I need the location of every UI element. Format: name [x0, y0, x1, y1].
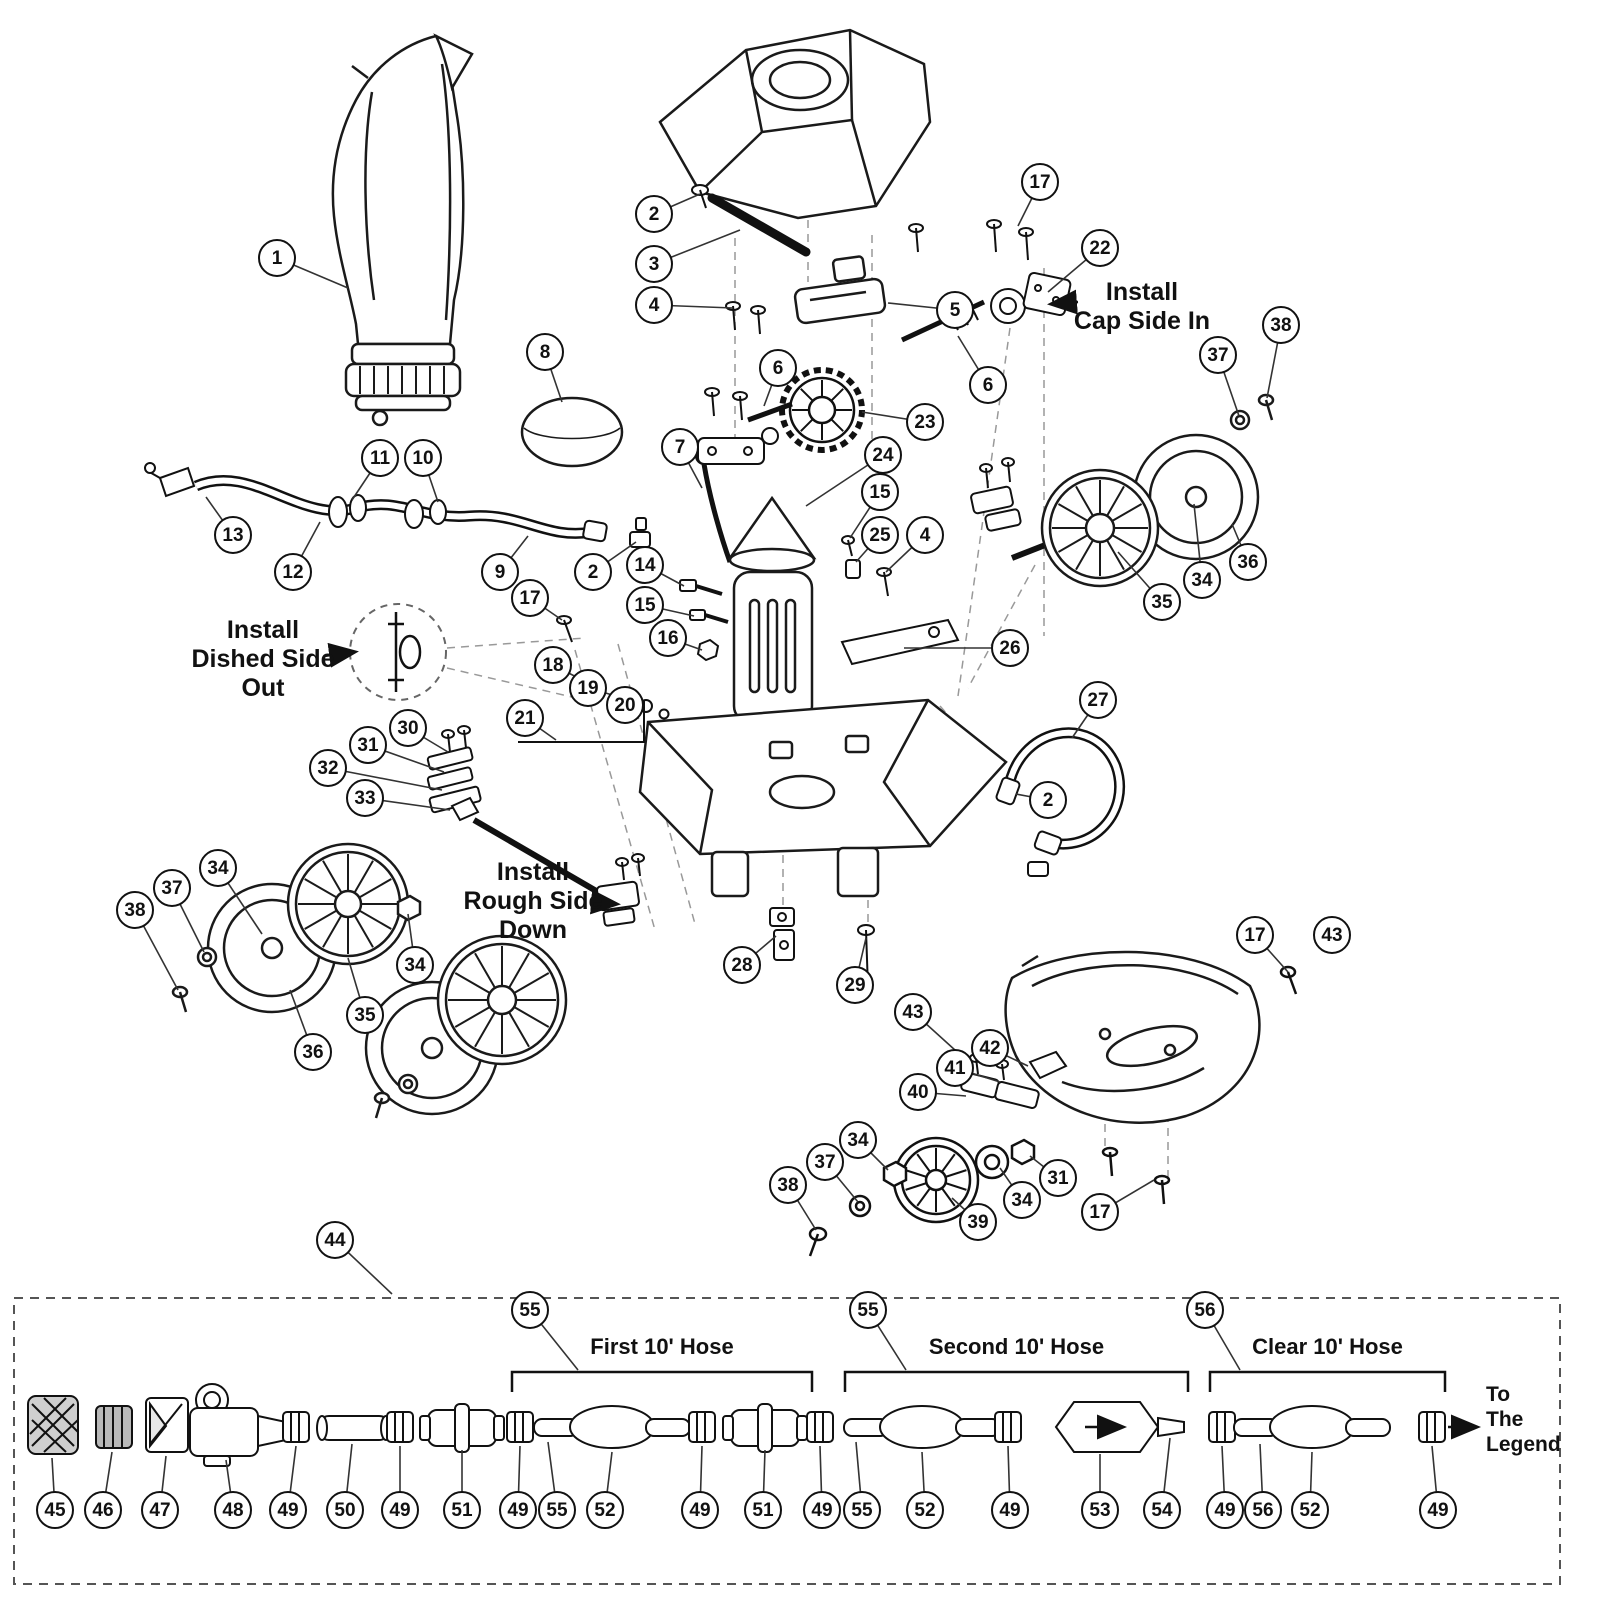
label-clear-10ft-hose: Clear 10' Hose: [1252, 1334, 1403, 1359]
drive-shaft-cap-drawing: [900, 271, 1072, 343]
install-cap-arrow-icon: [1047, 289, 1079, 315]
install-rough-arrow-icon: [590, 889, 621, 915]
annotation-arrows: [323, 289, 1481, 1440]
feed-hose-loop-drawing: [995, 727, 1126, 877]
dished-washer-detail-drawing: [349, 603, 447, 701]
annotation-install-dished-side-out: Install Dished Side Out: [191, 616, 335, 702]
screws-17-drawing: [986, 219, 1034, 261]
float-drawing: [520, 396, 624, 468]
label-second-10ft-hose: Second 10' Hose: [928, 1334, 1105, 1359]
label-first-10ft-hose: First 10' Hose: [590, 1334, 734, 1359]
left-wheels-drawing: [171, 842, 568, 1119]
tension-plates-drawing: [426, 725, 482, 814]
screws-top-drawing: [725, 223, 924, 335]
sweep-hose-drawing: [144, 462, 608, 543]
label-to-the-legend: To The Legend: [1486, 1383, 1561, 1457]
center-hardware-drawing: [769, 907, 875, 991]
annotation-install-cap-side-in: Install Cap Side In: [1073, 278, 1211, 335]
hose-section-box: [13, 1297, 1561, 1585]
rear-skirt-drawing: [1004, 950, 1261, 1124]
body-standpipe-drawing: [638, 495, 1008, 898]
install-dished-arrow-icon: [323, 642, 359, 668]
hose-group-brackets: [510, 1370, 1447, 1392]
turbine-gear-drawing: [747, 367, 865, 453]
top-housing-drawing: [658, 28, 932, 220]
sweep-turbine-drawing: [808, 965, 1298, 1257]
scrubber-rod-drawing: [691, 184, 811, 257]
annotation-install-rough-side-down: Install Rough Side Down: [463, 858, 603, 944]
filter-bag-drawing: [331, 33, 474, 427]
cam-track-drawing: [793, 255, 887, 325]
right-wheels-drawing: [1040, 393, 1275, 588]
hose-parts-drawing: [27, 1383, 1446, 1467]
left-axle-drawing: [450, 796, 645, 927]
